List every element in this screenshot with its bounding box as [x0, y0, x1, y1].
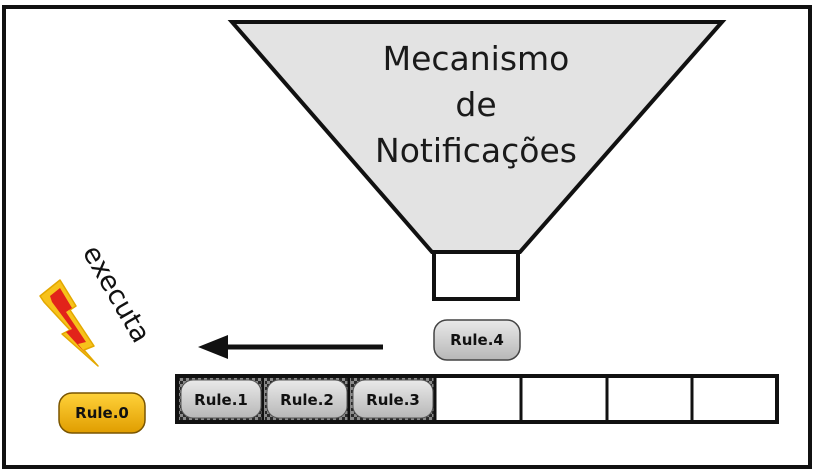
executing-rule-label: Rule.0	[75, 404, 129, 422]
funnel-title-line1: Mecanismo	[383, 39, 570, 78]
queue-slot-2-label: Rule.2	[280, 391, 334, 409]
lightning-icon	[39, 279, 99, 367]
rule-queue: Rule.1 Rule.2 Rule.3	[175, 374, 779, 424]
queue-slot-3-pill	[352, 379, 434, 419]
executing-rule-pill	[58, 392, 146, 434]
arrow-left-icon	[198, 335, 383, 359]
incoming-rule-label: Rule.4	[450, 331, 504, 349]
funnel-spout	[432, 250, 520, 301]
queue-slot-2-pill	[266, 379, 348, 419]
incoming-rule-pill	[433, 319, 521, 361]
queue-slot-1-pill	[180, 379, 262, 419]
queue-slot-3-label: Rule.3	[366, 391, 420, 409]
queue-slot-1-label: Rule.1	[194, 391, 248, 409]
funnel-title-line2: de	[455, 85, 496, 124]
funnel-title-line3: Notificações	[375, 131, 577, 170]
